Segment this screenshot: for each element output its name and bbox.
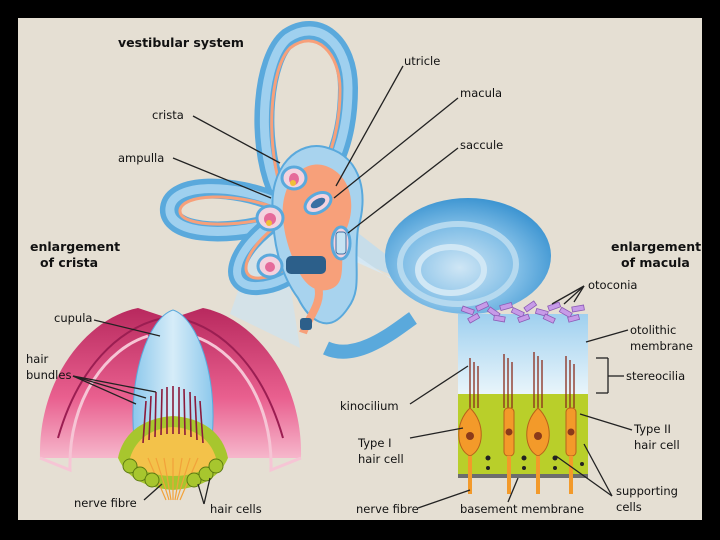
diagram-title: vestibular system — [118, 35, 244, 50]
label-hair-bundles-line2: bundles — [26, 368, 72, 382]
utricle-macula-shape — [303, 191, 333, 215]
label-otolithic-line2: membrane — [630, 339, 693, 353]
vestibule-body — [271, 145, 364, 335]
label-saccule: saccule — [460, 138, 504, 152]
label-enlargement-macula-line1: enlargement — [611, 239, 702, 254]
label-nerve-fibre-left: nerve fibre — [74, 496, 137, 510]
saccule-macula-shape — [330, 225, 352, 261]
label-crista: crista — [152, 108, 184, 122]
crista-enlargement — [39, 308, 302, 501]
label-type1-line1: Type I — [358, 436, 392, 450]
cochlea-shape — [323, 198, 551, 359]
label-stereocilia: stereocilia — [626, 369, 686, 383]
label-utricle: utricle — [404, 54, 441, 68]
label-cupula: cupula — [54, 311, 93, 325]
label-type1-line2: hair cell — [358, 452, 404, 466]
label-otoconia: otoconia — [588, 278, 638, 292]
label-enlargement-macula-line2: of macula — [621, 255, 690, 270]
label-basement-membrane: basement membrane — [460, 502, 585, 516]
ampulla-shapes — [255, 165, 308, 279]
label-type2-line2: hair cell — [634, 438, 680, 452]
label-type2-line1: Type II — [634, 422, 671, 436]
label-hair-bundles-line1: hair — [26, 352, 49, 366]
macula-enlargement — [458, 300, 588, 494]
leader-lines — [72, 65, 633, 509]
label-enlargement-crista-line1: enlargement — [30, 239, 121, 254]
label-enlargement-crista-line2: of crista — [40, 255, 99, 270]
label-ampulla: ampulla — [118, 151, 165, 165]
label-macula: macula — [460, 86, 503, 100]
label-hair-cells: hair cells — [210, 502, 262, 516]
diagram-canvas: vestibular system crista ampulla utricle… — [18, 18, 702, 520]
label-supporting-line2: cells — [616, 500, 642, 514]
label-otolithic-line1: otolithic — [630, 323, 677, 337]
label-supporting-line1: supporting — [616, 484, 678, 498]
label-kinocilium: kinocilium — [340, 399, 399, 413]
diagram-svg — [39, 21, 633, 509]
label-nerve-fibre-right: nerve fibre — [356, 502, 419, 516]
